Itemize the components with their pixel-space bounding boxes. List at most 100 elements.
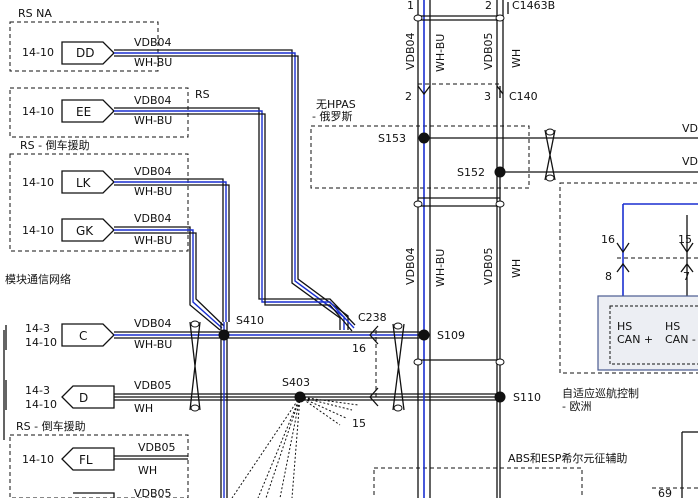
splice-s152-label: S152 xyxy=(457,166,485,179)
wire-dd-a xyxy=(114,49,341,330)
connector-lk-shape xyxy=(61,170,115,194)
connector-d-name: D xyxy=(79,391,88,405)
connector-gk-shape xyxy=(61,218,115,242)
acc-hs-a: HS xyxy=(617,320,632,333)
connector-lk-pin: 14-10 xyxy=(22,176,54,189)
splices: S410 S403 S109 S110 S153 S152 xyxy=(218,132,541,404)
splice-s109 xyxy=(418,329,430,341)
c238-pin-15: 15 xyxy=(352,417,366,430)
acc-pin-15: 15 xyxy=(678,233,692,246)
group-label-no-hpas: 无HPAS xyxy=(316,98,356,111)
vlabel-mid-vdb05: VDB05 xyxy=(482,247,495,285)
connector-ee-pin: 14-10 xyxy=(22,105,54,118)
connector-d-wire2: WH xyxy=(134,402,153,415)
acc-can-plus: CAN + xyxy=(617,333,653,346)
twist-marker-1 xyxy=(189,321,201,411)
wires-left xyxy=(114,49,500,498)
connector-c: 14-3 14-10 C VDB04 WH-BU xyxy=(25,317,172,351)
group-label-europe: - 欧洲 xyxy=(562,400,591,413)
twist-cap-4 xyxy=(393,404,403,412)
connector-fl-name: FL xyxy=(79,453,93,467)
connector-dd-shape xyxy=(61,41,115,65)
splice-s152 xyxy=(494,166,506,178)
splice-s153-label: S153 xyxy=(378,132,406,145)
splice-s110 xyxy=(494,391,506,403)
twist-cap-r1 xyxy=(545,128,555,136)
connector-d-wire1: VDB05 xyxy=(134,379,172,392)
connector-dd-wire1: VDB04 xyxy=(134,36,172,49)
group-label-module-network: 模块通信网络 xyxy=(5,272,71,286)
splice-s153 xyxy=(418,132,430,144)
connector-c-wire2: WH-BU xyxy=(134,338,172,351)
connector-c-pin-a: 14-3 xyxy=(25,322,50,335)
wire-lk-c xyxy=(114,184,230,322)
c1463b-pin-1: 1 xyxy=(407,0,414,12)
vlabel-top-vdb04: VDB04 xyxy=(404,32,417,70)
c238-label: C238 xyxy=(358,311,387,324)
group-label-acc: 自适应巡航控制 xyxy=(562,386,639,400)
connector-gk-name: GK xyxy=(76,224,94,238)
connector-partial-wire1: VDB05 xyxy=(134,487,172,498)
connector-d-shape xyxy=(61,385,115,409)
vlabel-top-vdb05: VDB05 xyxy=(482,32,495,70)
wire-ee-c xyxy=(114,113,353,332)
bus-cap-3 xyxy=(413,200,423,208)
connector-partial: VDB05 xyxy=(73,487,172,498)
c140-shape xyxy=(417,85,504,98)
vlabel-top-wh: WH xyxy=(510,49,523,68)
bus-twist-mid xyxy=(418,197,500,207)
twist-marker-right xyxy=(544,129,556,181)
connector-lk-wire2: WH-BU xyxy=(134,185,172,198)
group-label-rs: RS xyxy=(195,88,210,101)
twist-cap-3 xyxy=(393,322,403,330)
c238-shape-lower xyxy=(369,387,379,407)
connector-dd-wire2: WH-BU xyxy=(134,56,172,69)
acc-pin-7: 7 xyxy=(683,270,690,283)
splice-s410-label: S410 xyxy=(236,314,264,327)
acc-module-box xyxy=(597,295,698,371)
c1463b-label: C1463B xyxy=(512,0,555,12)
group-label-rs-reverse-assist-2: RS - 倒车援助 xyxy=(16,419,86,433)
wire-ee-b xyxy=(114,110,355,329)
bus-cap-6 xyxy=(495,358,505,366)
c140-label: C140 xyxy=(509,90,538,103)
wires-right: VD VD xyxy=(424,122,698,182)
connector-fl-wire2: WH xyxy=(138,464,157,477)
group-label-rs-na: RS NA xyxy=(18,7,52,20)
group-label-rs-reverse-assist: RS - 倒车援助 xyxy=(20,138,90,152)
acc-pin-8: 8 xyxy=(605,270,612,283)
c1463b-pin-2: 2 xyxy=(485,0,492,12)
connector-ee-wire2: WH-BU xyxy=(134,114,172,127)
connector-d: 14-3 14-10 D VDB05 WH xyxy=(25,379,172,415)
acc-pin-16: 16 xyxy=(601,233,615,246)
connector-fl-pin: 14-10 xyxy=(22,453,54,466)
group-box-acc xyxy=(559,182,698,374)
group-box-rs-na xyxy=(9,21,159,72)
connector-ee-shape xyxy=(61,99,115,123)
group-box-no-hpas xyxy=(310,125,530,189)
connector-c238: C238 16 15 xyxy=(352,311,387,430)
connector-dd-pin: 14-10 xyxy=(22,46,54,59)
wire-gk-b xyxy=(114,229,223,329)
connector-lk-wire1: VDB04 xyxy=(134,165,172,178)
acc-connector-top xyxy=(616,242,694,254)
connector-c-pin-b: 14-10 xyxy=(25,336,57,349)
splice-s403 xyxy=(294,391,306,403)
connector-lk: 14-10 LK VDB04 WH-BU xyxy=(22,165,172,198)
right-label-1: VD xyxy=(682,122,698,135)
connector-fl: 14-10 FL VDB05 WH xyxy=(22,441,176,477)
connector-fl-shape xyxy=(61,447,115,471)
bus-twist-top xyxy=(418,15,500,21)
central-bus xyxy=(413,0,505,498)
acc-hs-b: HS xyxy=(665,320,680,333)
br-pin-69: 69 xyxy=(658,487,672,498)
connector-d-pin-b: 14-10 xyxy=(25,398,57,411)
group-label-russia: - 俄罗斯 xyxy=(312,110,352,123)
connector-dd: 14-10 DD VDB04 WH-BU xyxy=(22,36,172,69)
group-box-rs-reverse-assist-2 xyxy=(9,434,189,498)
connector-c-wire1: VDB04 xyxy=(134,317,172,330)
splice-s110-label: S110 xyxy=(513,391,541,404)
connector-ee: 14-10 EE VDB04 WH-BU xyxy=(22,94,172,127)
connector-d-pin-a: 14-3 xyxy=(25,384,50,397)
